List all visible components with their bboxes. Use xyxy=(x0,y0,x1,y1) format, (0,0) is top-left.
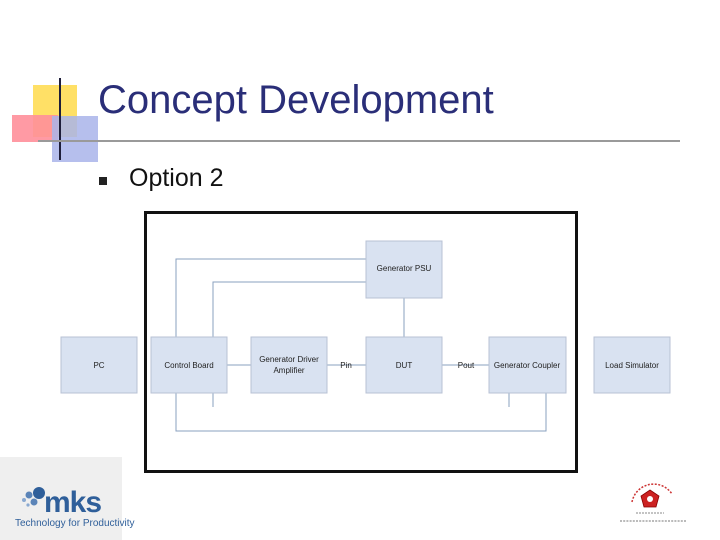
node-label: Amplifier xyxy=(273,366,304,375)
node-generator-driver-amplifier: Generator Driver Amplifier xyxy=(250,336,328,394)
university-seal-icon xyxy=(620,483,686,522)
decor-square-pink xyxy=(12,115,58,142)
node-label: PC xyxy=(93,361,104,370)
slide-title: Concept Development xyxy=(98,78,494,122)
node-label: Load Simulator xyxy=(605,361,659,370)
bullet-option: Option 2 xyxy=(129,164,224,192)
mks-logo: mks xyxy=(44,486,102,519)
node-label: Control Board xyxy=(164,361,213,370)
title-underline xyxy=(38,140,680,142)
node-pc: PC xyxy=(60,336,138,394)
edge-label-pin: Pin xyxy=(340,361,352,370)
node-generator-psu: Generator PSU xyxy=(365,240,443,299)
edge-coupler-feedback xyxy=(175,393,547,432)
mks-tagline: Technology for Productivity xyxy=(15,518,135,529)
node-label: DUT xyxy=(396,361,413,370)
node-label: Generator Driver xyxy=(259,355,319,364)
decor-vertical-line xyxy=(59,78,61,160)
node-generator-coupler: Generator Coupler xyxy=(488,336,567,394)
edge-psu-to-control-board xyxy=(175,258,366,337)
bullet-square-icon xyxy=(99,177,107,185)
mks-logo-dots-icon xyxy=(22,487,45,507)
node-label: Generator Coupler xyxy=(494,361,561,370)
logo-panel xyxy=(0,457,122,540)
edge-control-board-to-psu xyxy=(212,281,366,337)
edge-label-pout: Pout xyxy=(458,361,475,370)
node-label: Generator PSU xyxy=(377,264,432,273)
node-load-simulator: Load Simulator xyxy=(593,336,671,394)
node-dut: DUT xyxy=(365,336,443,394)
node-control-board: Control Board xyxy=(150,336,228,394)
